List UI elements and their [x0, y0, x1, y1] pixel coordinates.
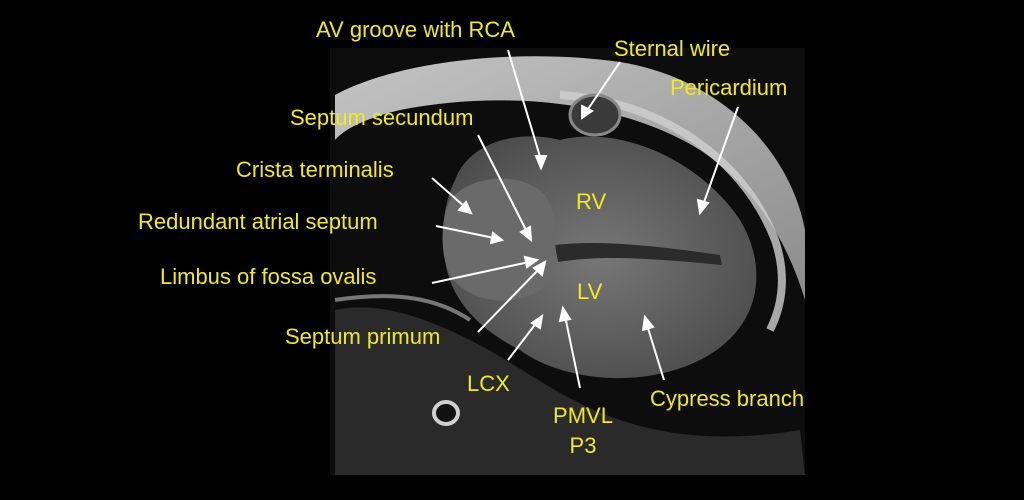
label-crista-terminalis: Crista terminalis [236, 157, 394, 182]
label-redundant-atrial-septum: Redundant atrial septum [138, 209, 378, 234]
arrows [431, 49, 739, 389]
descending-aorta [432, 400, 460, 426]
pericardium-line [559, 91, 786, 332]
ventricular-septum [555, 243, 722, 265]
label-sternal-wire: Sternal wire [614, 36, 731, 61]
label-limbus-fossa-ovalis: Limbus of fossa ovalis [160, 264, 377, 289]
label-septum-primum: Septum primum [285, 324, 441, 349]
label-pericardium: Pericardium [670, 75, 788, 100]
label-pmvl: PMVL [553, 403, 613, 428]
label-rv: RV [576, 189, 607, 214]
label-septum-secundum: Septum secundum [290, 105, 474, 130]
label-cypress-branch: Cypress branch [650, 386, 805, 411]
label-p3: P3 [569, 433, 597, 458]
sternum [568, 93, 622, 137]
label-av-groove: AV groove with RCA [316, 17, 515, 42]
label-lcx: LCX [467, 371, 510, 396]
lower-thorax [335, 307, 805, 475]
label-lv: LV [577, 279, 603, 304]
left-lung-edge [334, 294, 472, 322]
chest-wall-band [335, 56, 805, 301]
